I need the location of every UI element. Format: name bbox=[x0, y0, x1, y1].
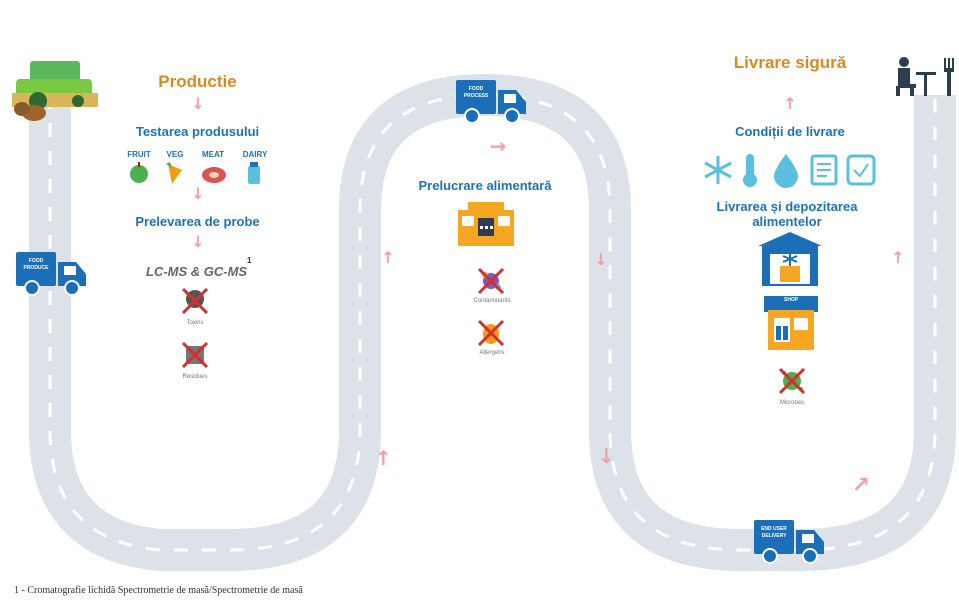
allergens-icon bbox=[477, 319, 505, 347]
apple-icon bbox=[130, 162, 148, 183]
package-check-icon bbox=[846, 154, 876, 186]
thermometer-icon bbox=[743, 154, 757, 187]
checklist-icon bbox=[810, 154, 838, 186]
truck-line-2: PRODUCE bbox=[23, 265, 49, 271]
truck-food-produce: FOOD PRODUCE bbox=[16, 250, 88, 300]
truck-line-2: PROCESS bbox=[463, 93, 489, 99]
fork-icon bbox=[944, 58, 954, 96]
production-title: Productie bbox=[158, 72, 237, 91]
microbes-label: Microbes bbox=[779, 400, 805, 406]
humidity-icon bbox=[774, 154, 798, 188]
toxins-icon bbox=[181, 287, 209, 315]
shop-label: SHOP bbox=[784, 297, 799, 303]
category-dairy: DAIRY bbox=[242, 150, 268, 159]
sampling-label: Prelevarea de probe bbox=[135, 214, 260, 229]
contaminants-label: Contaminants bbox=[473, 298, 511, 304]
delivery-conditions-icons bbox=[704, 154, 876, 188]
down-arrow-icon: ↓ bbox=[594, 250, 608, 269]
residues-icon bbox=[181, 341, 209, 369]
toxins-label: Toxins bbox=[186, 320, 204, 326]
factory-icon bbox=[458, 202, 514, 246]
method-label: LC-MS & GC-MS bbox=[146, 264, 248, 279]
truck-line-1: FOOD bbox=[28, 258, 44, 264]
up-arrow-icon: ↑ bbox=[381, 248, 395, 267]
truck-food-process: FOOD PROCESS bbox=[456, 78, 528, 128]
up-arrow-icon: ↑ bbox=[783, 94, 797, 113]
down-arrow-icon: ↓ bbox=[191, 94, 205, 113]
truck-line-1: FOOD bbox=[468, 86, 484, 92]
conditions-label: Condiții de livrare bbox=[735, 124, 845, 139]
up-arrow-icon: ↑ bbox=[891, 248, 905, 267]
category-meat: MEAT bbox=[201, 150, 225, 159]
residues-label: Residues bbox=[182, 374, 208, 380]
truck-icon bbox=[754, 520, 824, 564]
microbes-icon bbox=[778, 367, 806, 395]
carrot-icon bbox=[166, 162, 182, 184]
truck-line-1: END USER bbox=[761, 526, 787, 532]
right-arrow-icon: → bbox=[489, 134, 507, 158]
diner-icon bbox=[896, 57, 954, 96]
footnote-mark: 1 bbox=[247, 256, 252, 265]
footnote: 1 - Cromatografie lichidă Spectrometrie … bbox=[14, 585, 303, 596]
storage-label: Livrarea și depozitarea alimentelor bbox=[716, 199, 858, 229]
allergens-label: Allergens bbox=[479, 350, 505, 356]
steak-icon bbox=[202, 167, 226, 183]
down-arrow-icon: ↓ bbox=[191, 184, 205, 203]
truck-icon bbox=[456, 80, 526, 124]
truck-end-user-delivery: END USER DELIVERY bbox=[754, 518, 826, 568]
harvester-icon bbox=[12, 61, 98, 121]
delivery-title: Livrare sigură bbox=[733, 53, 847, 72]
truck-line-2: DELIVERY bbox=[761, 533, 787, 539]
up-right-arrow-icon: ↗ bbox=[851, 473, 871, 498]
cold-storage-icon bbox=[758, 232, 822, 286]
milk-icon bbox=[248, 162, 260, 184]
testing-label: Testarea produsului bbox=[135, 124, 260, 139]
food-category-icons bbox=[130, 162, 260, 184]
truck-icon bbox=[16, 252, 86, 296]
contaminants-icon bbox=[477, 267, 505, 295]
down-arrow-icon: ↓ bbox=[191, 232, 205, 251]
snowflake-icon bbox=[704, 156, 732, 184]
shop-icon bbox=[764, 296, 818, 350]
category-veg: VEG bbox=[166, 150, 184, 159]
category-fruit: FRUIT bbox=[127, 150, 151, 159]
up-arrow-icon: ↑ bbox=[375, 446, 392, 470]
processing-title: Prelucrare alimentară bbox=[418, 178, 552, 193]
down-arrow-icon: ↓ bbox=[598, 444, 615, 468]
